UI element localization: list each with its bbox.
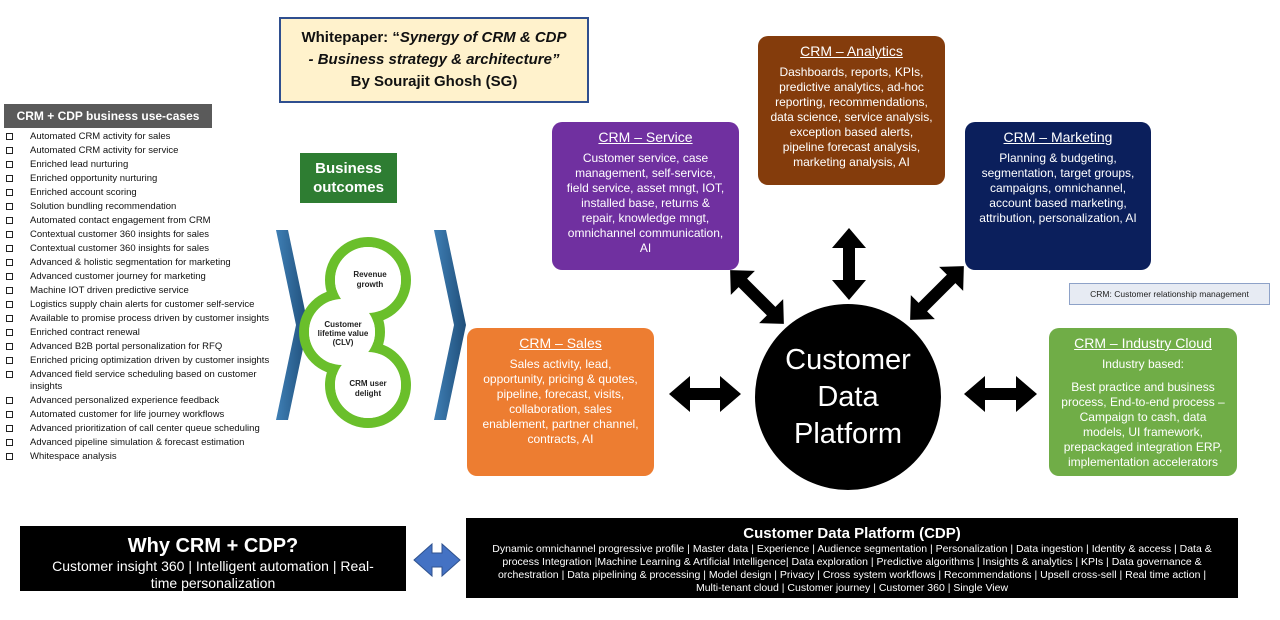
use-case-item: Advanced customer journey for marketing <box>6 271 272 284</box>
use-case-item: Contextual customer 360 insights for sal… <box>6 229 272 242</box>
title-italic-1: Synergy of CRM & CDP <box>399 29 567 46</box>
use-case-item: Advanced pipeline simulation & forecast … <box>6 437 272 450</box>
double-arrow-sales-icon <box>669 376 741 412</box>
use-case-item: Contextual customer 360 insights for sal… <box>6 243 272 256</box>
use-case-item: Advanced personalized experience feedbac… <box>6 395 272 408</box>
checkbox-icon <box>6 370 13 378</box>
double-arrow-why-cdp-icon <box>413 542 461 578</box>
crm-definition-note: CRM: Customer relationship management <box>1069 283 1270 305</box>
use-case-item: Automated customer for life journey work… <box>6 409 272 422</box>
checkbox-icon <box>6 342 13 350</box>
double-arrow-industry-icon <box>964 376 1037 412</box>
use-case-item: Automated CRM activity for sales <box>6 131 272 144</box>
customer-data-platform-hub: Customer Data Platform <box>755 304 941 490</box>
chevron-right-icon <box>434 230 466 420</box>
double-arrow-analytics-icon <box>832 228 866 300</box>
card-title: CRM – Analytics <box>800 43 903 59</box>
checkbox-icon <box>6 188 13 196</box>
svg-text:growth: growth <box>357 280 384 289</box>
checkbox-icon <box>6 328 13 336</box>
use-cases-list: Automated CRM activity for sales Automat… <box>6 131 272 465</box>
use-case-item: Automated contact engagement from CRM <box>6 215 272 228</box>
use-case-item: Enriched lead nurturing <box>6 159 272 172</box>
checkbox-icon <box>6 397 13 405</box>
checkbox-icon <box>6 300 13 308</box>
checkbox-icon <box>6 258 13 266</box>
use-case-item: Enriched account scoring <box>6 187 272 200</box>
checkbox-icon <box>6 356 13 364</box>
checkbox-icon <box>6 286 13 294</box>
card-title: CRM – Service <box>598 129 693 145</box>
double-arrow-marketing-icon <box>910 266 964 320</box>
crm-user-delight-label: CRM user <box>349 379 386 388</box>
crm-marketing-card: CRM – Marketing Planning & budgeting,seg… <box>965 122 1151 270</box>
checkbox-icon <box>6 202 13 210</box>
use-case-item: Advanced & holistic segmentation for mar… <box>6 257 272 270</box>
whitepaper-title: Whitepaper: “Synergy of CRM & CDP - Busi… <box>279 17 589 103</box>
svg-text:(CLV): (CLV) <box>333 338 354 347</box>
why-title: Why CRM + CDP? <box>127 535 299 557</box>
checkbox-icon <box>6 216 13 224</box>
cdp-box-title: Customer Data Platform (CDP) <box>743 525 961 542</box>
use-case-item: Enriched opportunity nurturing <box>6 173 272 186</box>
checkbox-icon <box>6 244 13 252</box>
crm-sales-card: CRM – Sales Sales activity, lead,opportu… <box>467 328 654 476</box>
use-cases-heading: CRM + CDP business use-cases <box>4 104 212 128</box>
checkbox-icon <box>6 146 13 154</box>
use-case-item: Advanced field service scheduling based … <box>6 369 272 394</box>
title-italic-2: - Business strategy & architecture” <box>308 51 560 68</box>
checkbox-icon <box>6 160 13 168</box>
use-case-item: Automated CRM activity for service <box>6 145 272 158</box>
crm-analytics-card: CRM – Analytics Dashboards, reports, KPI… <box>758 36 945 185</box>
svg-text:delight: delight <box>355 389 382 398</box>
card-title: CRM – Industry Cloud <box>1074 335 1212 351</box>
use-case-item: Machine IOT driven predictive service <box>6 285 272 298</box>
checkbox-icon <box>6 439 13 447</box>
use-case-item: Whitespace analysis <box>6 451 272 464</box>
card-subtitle: Industry based: <box>1101 357 1185 371</box>
checkbox-icon <box>6 453 13 461</box>
why-crm-cdp-box: Why CRM + CDP? Customer insight 360 | In… <box>20 526 406 591</box>
checkbox-icon <box>6 133 13 140</box>
checkbox-icon <box>6 425 13 433</box>
revenue-growth-label: Revenue <box>353 270 387 279</box>
checkbox-icon <box>6 230 13 238</box>
use-case-item: Logistics supply chain alerts for custom… <box>6 299 272 312</box>
business-outcomes-label: Business outcomes <box>300 153 397 203</box>
use-case-item: Available to promise process driven by c… <box>6 313 272 326</box>
use-case-item: Solution bundling recommendation <box>6 201 272 214</box>
checkbox-icon <box>6 314 13 322</box>
checkbox-icon <box>6 411 13 419</box>
crm-industry-cloud-card: CRM – Industry Cloud Industry based: Bes… <box>1049 328 1237 476</box>
clv-label: Customer <box>324 320 361 329</box>
double-arrow-service-icon <box>730 270 784 324</box>
use-case-item: Enriched pricing optimization driven by … <box>6 355 272 368</box>
title-author: By Sourajit Ghosh (SG) <box>350 73 518 90</box>
use-case-item: Advanced B2B portal personalization for … <box>6 341 272 354</box>
cdp-capabilities-box: Customer Data Platform (CDP) Dynamic omn… <box>466 518 1238 598</box>
card-title: CRM – Sales <box>519 335 602 351</box>
svg-text:lifetime value: lifetime value <box>318 329 369 338</box>
use-case-item: Advanced prioritization of call center q… <box>6 423 272 436</box>
checkbox-icon <box>6 272 13 280</box>
checkbox-icon <box>6 174 13 182</box>
card-title: CRM – Marketing <box>1003 129 1113 145</box>
use-case-item: Enriched contract renewal <box>6 327 272 340</box>
title-prefix: Whitepaper: “ <box>301 29 400 46</box>
